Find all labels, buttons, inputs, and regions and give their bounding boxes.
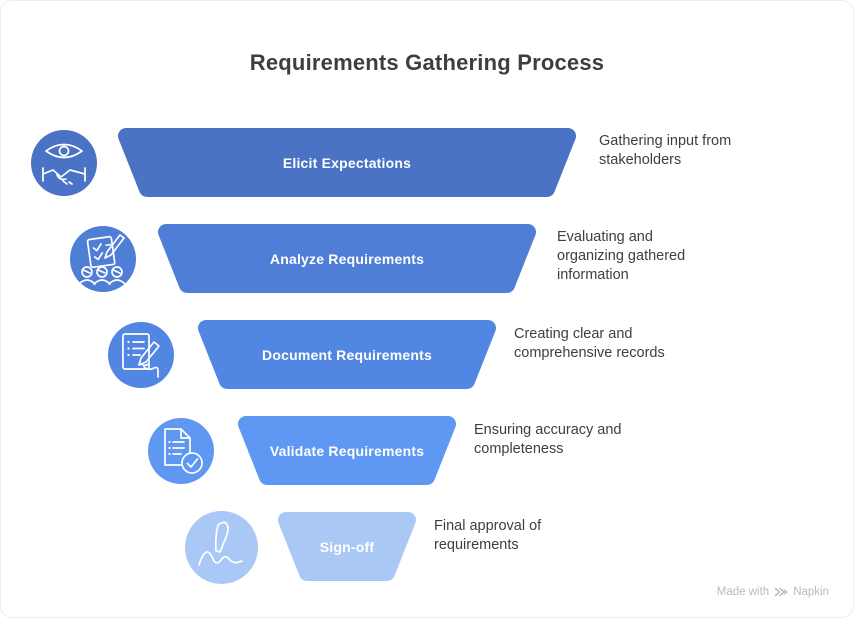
stage-label-signoff: Sign-off xyxy=(319,539,375,555)
stage-label-validate: Validate Requirements xyxy=(269,443,425,459)
stage-description-signoff: Final approval of requirements xyxy=(434,518,542,553)
document-check-icon[interactable] xyxy=(148,418,214,489)
napkin-logo-icon xyxy=(774,587,788,597)
watermark[interactable]: Made with Napkin xyxy=(717,586,829,598)
analysis-checklist-icon[interactable] xyxy=(70,226,136,297)
page-title: Requirements Gathering Process xyxy=(249,50,605,75)
stage-description-document: Creating clear and comprehensive records xyxy=(514,326,665,361)
stage-description-validate: Ensuring accuracy and completeness xyxy=(474,422,622,457)
watermark-brand: Napkin xyxy=(793,586,829,598)
funnel-stage-shape-analyze[interactable] xyxy=(158,224,536,293)
stage-label-analyze: Analyze Requirements xyxy=(269,251,425,267)
stage-description-analyze: Evaluating and organizing gathered infor… xyxy=(557,229,686,283)
funnel-stage-shape-document[interactable] xyxy=(198,320,496,389)
funnel-stage-shape-validate[interactable] xyxy=(238,416,456,485)
eye-handshake-icon[interactable] xyxy=(31,130,97,201)
signature-pen-icon[interactable] xyxy=(185,511,258,589)
funnel-stage-shape-elicit[interactable] xyxy=(118,128,576,197)
watermark-prefix: Made with xyxy=(716,586,770,598)
document-writing-icon[interactable] xyxy=(108,322,174,393)
stage-label-document: Document Requirements xyxy=(262,347,432,363)
stage-label-elicit: Elicit Expectations xyxy=(282,155,412,171)
funnel-stage-shape-signoff[interactable] xyxy=(278,512,416,581)
stage-description-elicit: Gathering input from stakeholders xyxy=(599,133,732,168)
